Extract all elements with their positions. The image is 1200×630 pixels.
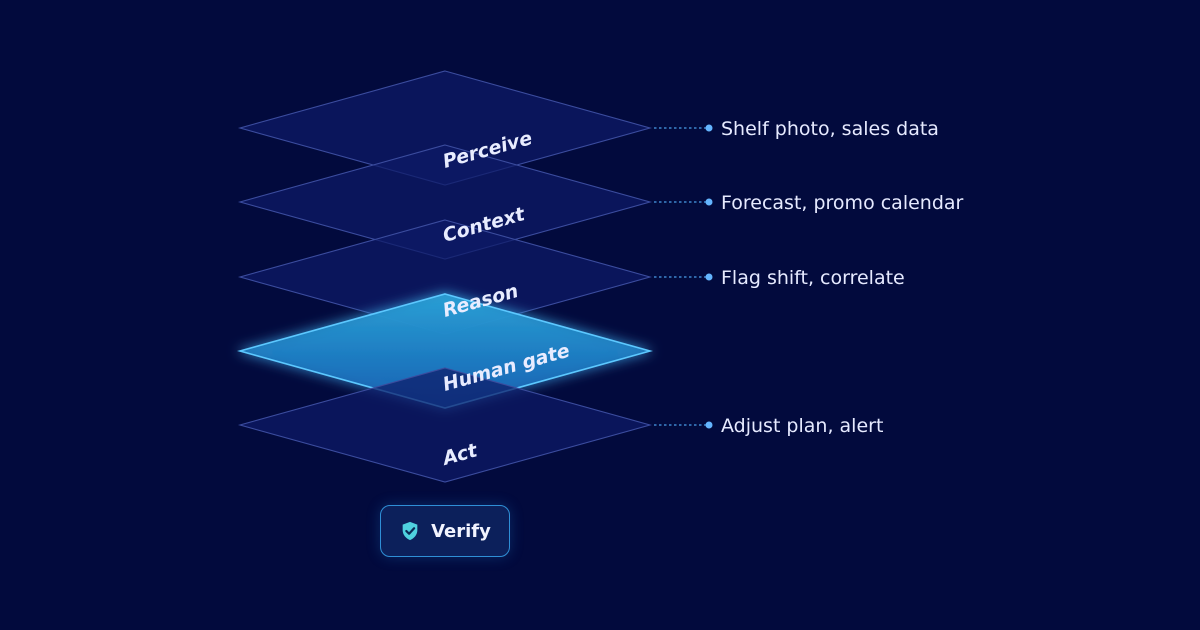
annotation-text-1: Shelf photo, sales data <box>721 118 939 140</box>
verify-label: Verify <box>431 520 491 542</box>
shield-check-icon <box>399 520 421 542</box>
annotation-dot-1 <box>705 124 713 132</box>
annotation-text-2: Forecast, promo calendar <box>721 192 964 214</box>
annotation-dot-5 <box>705 421 713 429</box>
verify-button[interactable]: Verify <box>380 505 510 557</box>
annotation-dot-2 <box>705 198 713 206</box>
layer-plane-5 <box>237 367 653 483</box>
layers-group <box>237 70 653 483</box>
annotation-text-3: Flag shift, correlate <box>721 267 905 289</box>
annotation-dot-3 <box>705 273 713 281</box>
annotation-text-5: Adjust plan, alert <box>721 415 883 437</box>
